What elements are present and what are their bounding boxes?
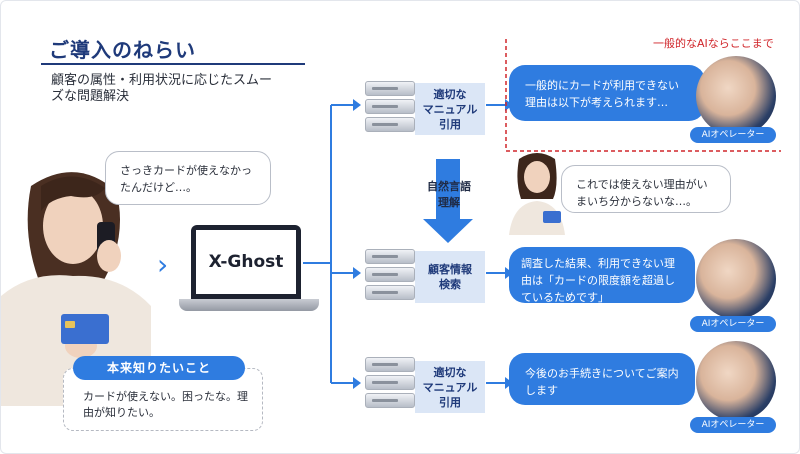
- ai-operator-tag: AIオペレーター: [690, 316, 776, 332]
- confused-woman-illustration: [509, 151, 565, 235]
- server-label-manual-1: 適切な マニュアル 引用: [415, 83, 485, 135]
- limit-label: 一般的なAIならここまで: [653, 37, 774, 50]
- customer-illustration: [1, 166, 151, 406]
- ai-response-bubble: 調査した結果、利用できない理由は「カードの限度額を超過しているためです」: [509, 247, 695, 304]
- ai-operator-avatar: [696, 239, 776, 319]
- xghost-logo: X-Ghost: [196, 230, 296, 294]
- process-label: 自然言語 理解: [427, 180, 471, 209]
- true-need-text: カードが使えない。困ったな。理由が知りたい。: [83, 390, 248, 419]
- server-label-customer-search: 顧客情報 検索: [415, 251, 485, 303]
- ai-operator-avatar: [696, 341, 776, 421]
- server-icon: [365, 81, 415, 135]
- woman-reaction-bubble: これでは使えない理由がいまいち分からないな…。: [561, 165, 731, 213]
- ai-operator-avatar: [696, 56, 776, 136]
- server-icon: [365, 249, 415, 303]
- ai-response-bubble: 今後のお手続きについてご案内します: [509, 353, 695, 405]
- server-label-manual-2: 適切な マニュアル 引用: [415, 361, 485, 413]
- title-underline: [41, 63, 305, 65]
- chevron-right-icon: ›: [157, 248, 169, 281]
- page-title: ご導入のねらい: [49, 38, 196, 62]
- ai-operator-tag: AIオペレーター: [690, 127, 776, 143]
- customer-speech-bubble: さっきカードが使えなかったんだけど…。: [105, 151, 271, 205]
- laptop-base: [179, 299, 319, 311]
- ai-response-bubble: 一般的にカードが利用できない理由は以下が考えられます…: [509, 65, 705, 121]
- page-subtitle: 顧客の属性・利用状況に応じたスムーズな問題解決: [51, 73, 273, 104]
- true-need-label: 本来知りたいこと: [73, 356, 245, 380]
- laptop-screen: X-Ghost: [191, 225, 301, 299]
- server-icon: [365, 357, 415, 411]
- ai-operator-tag: AIオペレーター: [690, 417, 776, 433]
